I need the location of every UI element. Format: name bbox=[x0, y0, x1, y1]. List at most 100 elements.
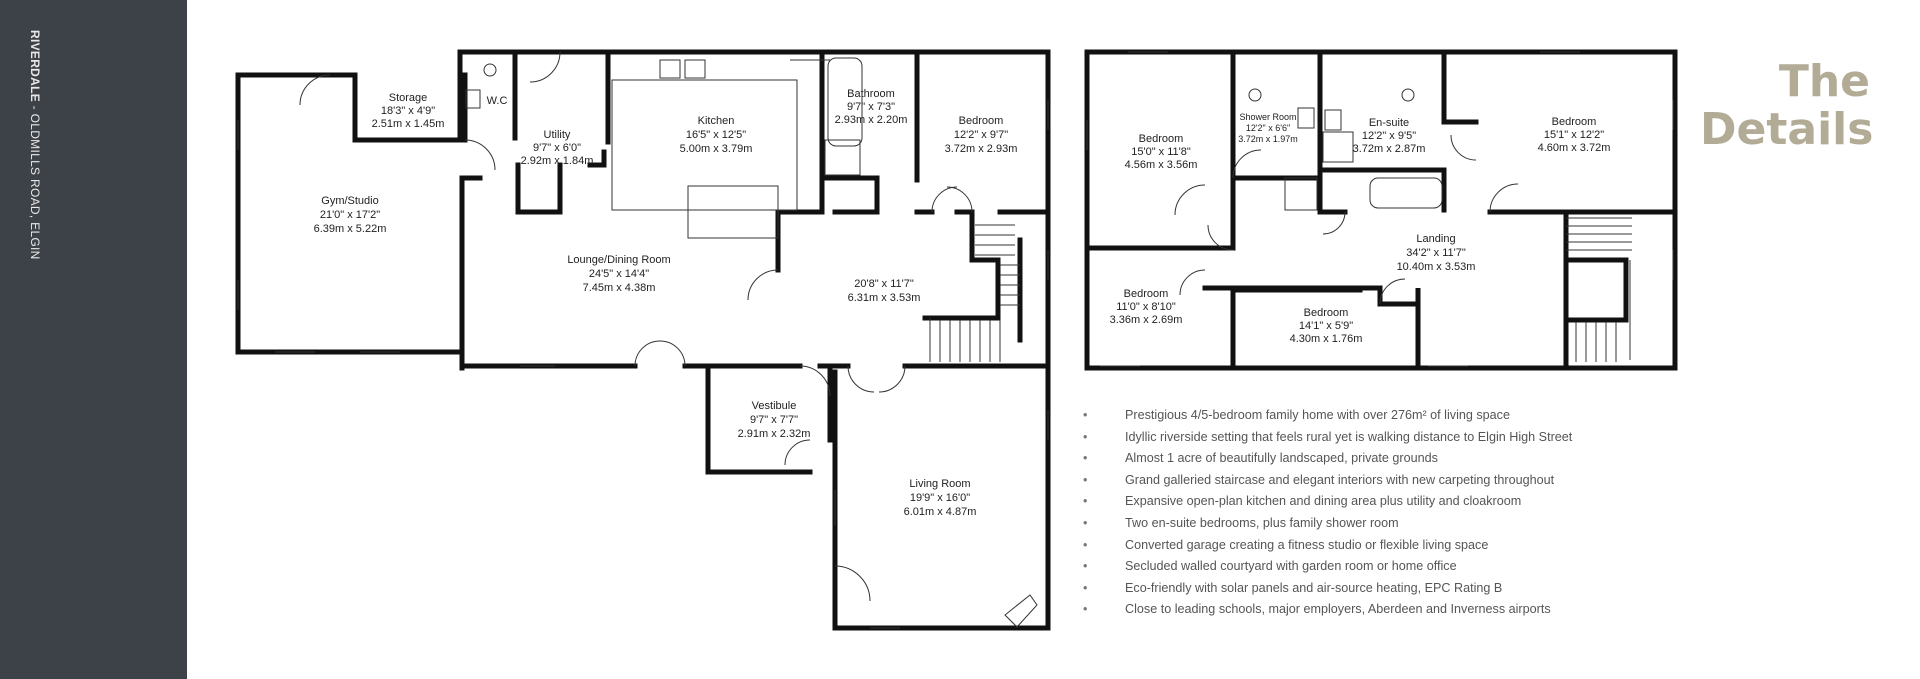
sidebar: RIVERDALE - OLDMILLS ROAD, ELGIN bbox=[0, 0, 187, 679]
kitchen-island bbox=[687, 185, 779, 239]
door-swing bbox=[784, 439, 811, 466]
ground-floor-details bbox=[237, 51, 1049, 629]
ensuite-basin bbox=[1324, 109, 1342, 131]
wall-vestibule bbox=[705, 365, 813, 475]
room-imperial-utility: 9'7" x 6'0" bbox=[533, 142, 581, 154]
title-line-2: Details bbox=[1700, 104, 1874, 155]
door-swing bbox=[529, 51, 561, 83]
bullet: • bbox=[1083, 408, 1088, 422]
bullet: • bbox=[1083, 451, 1088, 466]
feature-item: •Expansive open-plan kitchen and dining … bbox=[1083, 491, 1572, 513]
room-name-shower: Shower Room bbox=[1239, 112, 1296, 122]
room-imperial-lounge: 24'5" x 14'4" bbox=[589, 268, 649, 280]
room-metric-shower: 3.72m x 1.97m bbox=[1238, 134, 1298, 144]
feature-item: • Close to leading schools, major employe… bbox=[1083, 599, 1572, 621]
room-name-bed2: Bedroom bbox=[1552, 116, 1597, 128]
room-metric-bathroom: 2.93m x 2.20m bbox=[835, 114, 908, 126]
room-name-bedroom: Bedroom bbox=[959, 115, 1004, 127]
wc-basin bbox=[465, 89, 481, 109]
door-swing bbox=[834, 565, 871, 602]
shower-toilet bbox=[1248, 88, 1262, 102]
door-swing bbox=[747, 269, 779, 301]
feature-item: •Secluded walled courtyard with garden r… bbox=[1083, 556, 1572, 578]
wall-utility-south bbox=[515, 162, 563, 215]
feature-text: Close to leading schools, major employer… bbox=[1125, 602, 1551, 617]
bullet: • bbox=[1083, 515, 1088, 530]
shower-tray bbox=[824, 139, 861, 176]
wall-ensuite-south bbox=[1317, 167, 1447, 213]
room-metric-living: 6.01m x 4.87m bbox=[904, 506, 977, 518]
kitchen-sink bbox=[659, 59, 706, 79]
feature-item: •Two en-suite bedrooms, plus family show… bbox=[1083, 513, 1572, 535]
kitchen-counter bbox=[611, 79, 798, 211]
feature-text: Idyllic riverside setting that feels rur… bbox=[1125, 429, 1573, 444]
stair-treads bbox=[1566, 217, 1632, 362]
feature-text: Secluded walled courtyard with garden ro… bbox=[1125, 559, 1457, 574]
ensuite-toilet bbox=[1401, 88, 1415, 102]
title-line-1: The bbox=[1778, 56, 1870, 107]
door-swing bbox=[634, 340, 686, 367]
bullet: • bbox=[1083, 429, 1088, 444]
room-metric-bedroom: 3.72m x 2.93m bbox=[945, 143, 1018, 155]
door-swing bbox=[1179, 149, 1262, 296]
bathtub bbox=[827, 57, 863, 147]
room-name-lounge: Lounge/Dining Room bbox=[567, 254, 670, 266]
stair-treads bbox=[939, 224, 1020, 362]
bullet: • bbox=[1083, 472, 1088, 487]
feature-item: •Converted garage creating a fitness stu… bbox=[1083, 535, 1572, 557]
room-metric-hall: 6.31m x 3.53m bbox=[848, 292, 921, 304]
stair-void bbox=[1563, 257, 1629, 323]
wc-toilet bbox=[483, 63, 497, 77]
feature-item: • Idyllic riverside setting that feels ru… bbox=[1083, 427, 1572, 449]
room-imperial-shower: 12'2" x 6'6" bbox=[1246, 123, 1290, 133]
wall-utility-south2 bbox=[587, 149, 607, 168]
shower-basin bbox=[1297, 107, 1315, 129]
room-metric-lounge: 7.45m x 4.38m bbox=[583, 282, 656, 294]
feature-item: •Grand galleried staircase and elegant i… bbox=[1083, 470, 1572, 492]
door-swing bbox=[946, 186, 973, 213]
bullet: • bbox=[1083, 602, 1088, 617]
room-name-vestibule: Vestibule bbox=[752, 400, 797, 412]
room-imperial-bed4: 14'1" x 5'9" bbox=[1299, 320, 1353, 332]
page-title: The Details bbox=[1700, 56, 1874, 155]
room-metric-utility: 2.92m x 1.84m bbox=[521, 155, 594, 167]
door-swing bbox=[1207, 224, 1234, 251]
room-imperial-kitchen: 16'5" x 12'5" bbox=[686, 129, 746, 141]
room-imperial-bedroom: 12'2" x 9'7" bbox=[954, 129, 1008, 141]
ensuite-shower bbox=[1322, 131, 1354, 163]
feature-item: •Eco-friendly with solar panels and air-… bbox=[1083, 578, 1572, 600]
feature-item: •Prestigious 4/5-bedroom family home wit… bbox=[1083, 405, 1572, 427]
door-swing bbox=[1174, 184, 1206, 216]
bullet: • bbox=[1083, 537, 1088, 552]
wall-gym-north bbox=[235, 72, 468, 143]
shower-tray bbox=[1284, 177, 1318, 211]
room-metric-landing: 10.40m x 3.53m bbox=[1397, 261, 1476, 273]
bullet: • bbox=[1083, 494, 1088, 509]
door-swing bbox=[847, 365, 906, 393]
room-metric-storage: 2.51m x 1.45m bbox=[372, 118, 445, 130]
room-imperial-bed3: 11'0" x 8'10" bbox=[1116, 301, 1176, 313]
feature-item: •Almost 1 acre of beautifully landscaped… bbox=[1083, 448, 1572, 470]
room-name-utility: Utility bbox=[544, 129, 571, 141]
wall-bath-block bbox=[1317, 167, 1348, 215]
ground-floor-plan bbox=[235, 49, 1051, 631]
room-imperial-hall: 20'8" x 11'7" bbox=[854, 278, 914, 290]
door-swing bbox=[1489, 183, 1519, 213]
room-metric-bed4: 4.30m x 1.76m bbox=[1290, 333, 1363, 345]
room-name-landing: Landing bbox=[1416, 233, 1455, 245]
window-marks bbox=[1086, 51, 1674, 367]
door-swing bbox=[799, 365, 831, 397]
room-name-bed4: Bedroom bbox=[1304, 307, 1349, 319]
room-name-living: Living Room bbox=[909, 478, 970, 490]
ground-floor-labels: Gym/Studio 21'0" x 17'2" 6.39m x 5.22m S… bbox=[314, 88, 1018, 518]
room-imperial-bathroom: 9'7" x 7'3" bbox=[847, 101, 895, 113]
bath bbox=[1369, 177, 1443, 209]
room-metric-kitchen: 5.00m x 3.79m bbox=[680, 143, 753, 155]
door-swing bbox=[299, 74, 331, 106]
room-imperial-bed2: 15'1" x 12'2" bbox=[1544, 129, 1604, 141]
door-swing bbox=[1322, 211, 1346, 235]
wall-stair bbox=[922, 212, 1001, 321]
door-swing bbox=[931, 186, 958, 213]
room-name-wc: W.C bbox=[487, 95, 508, 107]
